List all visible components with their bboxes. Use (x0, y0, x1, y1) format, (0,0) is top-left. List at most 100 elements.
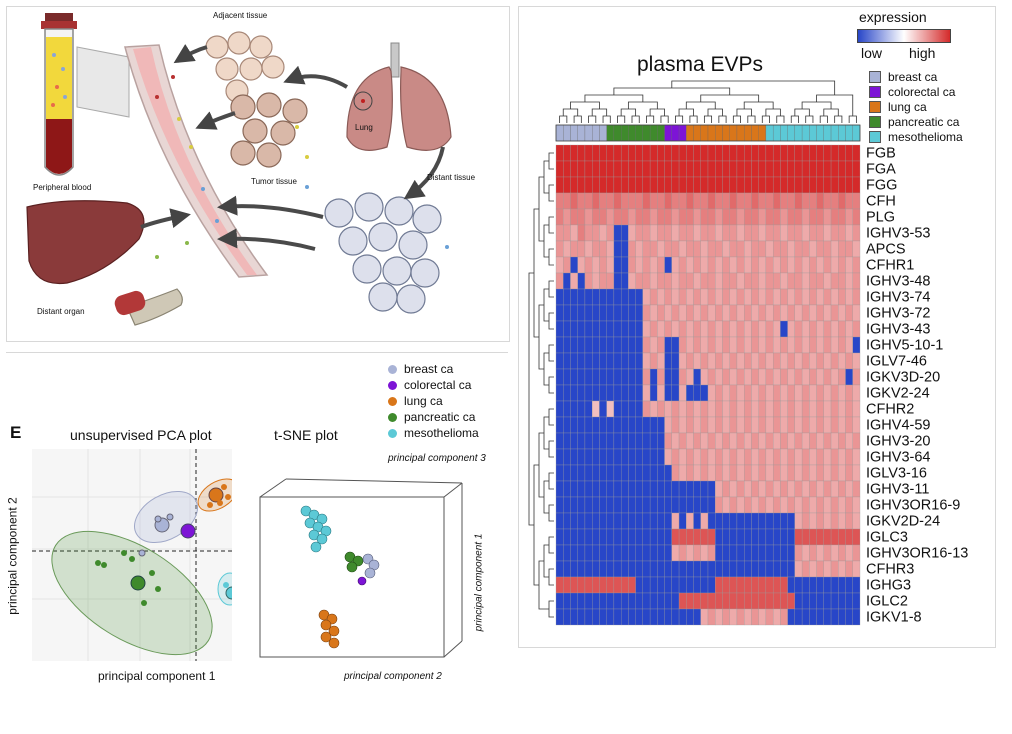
heatmap-cell (780, 240, 788, 258)
heatmap-cell (823, 368, 832, 386)
heatmap-cell (852, 384, 861, 402)
heatmap-cell (642, 224, 651, 242)
heatmap-cell (736, 256, 745, 274)
heatmap-cell (584, 320, 593, 338)
heatmap-cell (584, 192, 593, 210)
heatmap-cell (635, 432, 644, 450)
heatmap-cell (758, 592, 767, 610)
heatmap-cell (664, 464, 672, 482)
heatmap-cell (671, 528, 680, 546)
heatmap-cell (838, 256, 846, 274)
heatmap-cell (649, 464, 658, 482)
heatmap-cell (642, 192, 651, 210)
heatmap-cell (852, 400, 861, 418)
heatmap-cell (707, 368, 716, 386)
heatmap-cell (620, 416, 629, 434)
column-group-cell (649, 124, 658, 142)
heatmap-cell (845, 288, 853, 306)
heatmap-cell (838, 528, 846, 546)
heatmap-cell (693, 336, 701, 354)
heatmap-cell (693, 448, 701, 466)
heatmap-cell (838, 144, 846, 162)
heatmap-cell (758, 544, 767, 562)
heatmap-cell (584, 288, 593, 306)
heatmap-cell (838, 608, 846, 626)
heatmap-cell (816, 560, 824, 578)
heatmap-cell (823, 224, 832, 242)
heatmap-cell (584, 368, 593, 386)
heatmap-cell (693, 160, 701, 178)
heatmap-cell (649, 192, 658, 210)
column-group-cell (563, 124, 571, 142)
heatmap-cell (693, 464, 701, 482)
heatmap-cell (635, 176, 644, 194)
heatmap-cell (570, 352, 578, 370)
heatmap-cell (830, 384, 839, 402)
heatmap-cell (823, 304, 832, 322)
heatmap-cell (816, 352, 824, 370)
gene-label: IGKV2D-24 (866, 513, 940, 529)
heatmap-cell (592, 256, 600, 274)
heatmap-cell (592, 288, 600, 306)
heatmap-cell (729, 224, 738, 242)
heatmap-cell (686, 176, 694, 194)
heatmap-cell (744, 240, 752, 258)
legend-label: mesothelioma (888, 129, 963, 144)
heatmap-cell (613, 528, 622, 546)
heatmap-cell (555, 416, 564, 434)
heatmap-cell (678, 144, 687, 162)
heatmap-chart: FGBFGAFGGCFHPLGIGHV3-53APCSCFHR1IGHV3-48… (528, 80, 968, 626)
heatmap-cell (758, 256, 767, 274)
tsne-axis2: principal component 2 (344, 671, 442, 682)
heatmap-cell (678, 608, 687, 626)
heatmap-cell (613, 176, 622, 194)
heatmap-cell (664, 208, 672, 226)
heatmap-cell (599, 560, 607, 578)
heatmap-cell (570, 160, 578, 178)
heatmap-cell (736, 560, 745, 578)
heatmap-cell (809, 560, 817, 578)
heatmap-cell (678, 544, 687, 562)
heatmap-cell (577, 432, 586, 450)
heatmap-cell (599, 144, 607, 162)
heatmap-cell (823, 592, 832, 610)
heatmap-cell (657, 544, 665, 562)
heatmap-cell (830, 256, 839, 274)
heatmap-cell (722, 480, 730, 498)
heatmap-cell (758, 416, 767, 434)
heatmap-cell (649, 384, 658, 402)
heatmap-cell (642, 512, 651, 530)
heatmap-cell (809, 384, 817, 402)
heatmap-cell (577, 544, 586, 562)
heatmap-cell (642, 208, 651, 226)
heatmap-cell (635, 384, 644, 402)
heatmap-cell (584, 496, 593, 514)
heatmap-cell (830, 544, 839, 562)
heatmap-cell (794, 560, 803, 578)
heatmap-cell (772, 256, 781, 274)
heatmap-cell (700, 416, 709, 434)
heatmap-cell (736, 448, 745, 466)
heatmap-cell (772, 368, 781, 386)
heatmap-cell (787, 432, 796, 450)
heatmap-cell (772, 384, 781, 402)
heatmap-cell (628, 400, 636, 418)
heatmap-cell (686, 320, 694, 338)
heatmap-cell (599, 224, 607, 242)
heatmap-cell (758, 384, 767, 402)
heatmap-cell (693, 368, 701, 386)
heatmap-cell (693, 352, 701, 370)
heatmap-cell (599, 544, 607, 562)
heatmap-cell (722, 368, 730, 386)
heatmap-cell (606, 336, 615, 354)
heatmap-cell (657, 336, 665, 354)
heatmap-cell (794, 288, 803, 306)
heatmap-cell (729, 304, 738, 322)
heatmap-cell (577, 240, 586, 258)
heatmap-cell (700, 576, 709, 594)
heatmap-cell (830, 272, 839, 290)
heatmap-cell (707, 528, 716, 546)
heatmap-cell (584, 176, 593, 194)
liver-icon (26, 200, 145, 285)
gene-label: IGHV4-59 (866, 417, 930, 433)
